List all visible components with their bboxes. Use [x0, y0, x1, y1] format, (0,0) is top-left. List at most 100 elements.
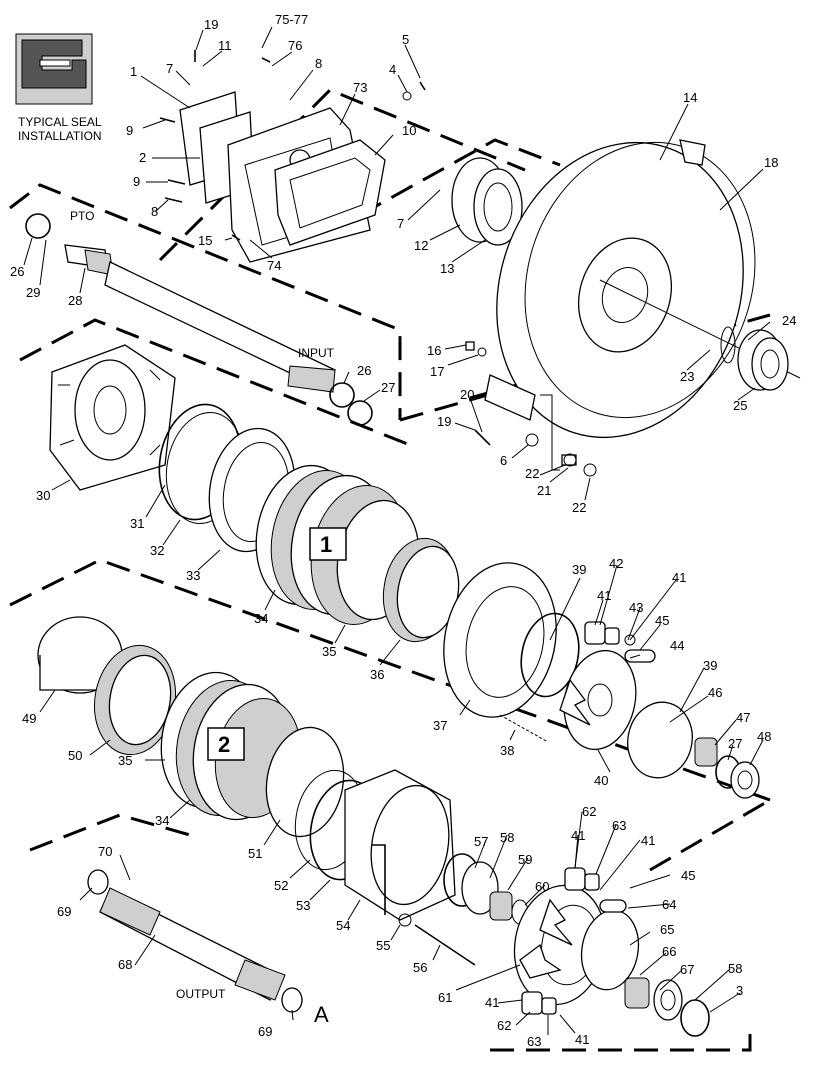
label-output: OUTPUT [176, 987, 226, 1001]
callout-70: 70 [98, 844, 112, 859]
callout-24: 24 [782, 313, 796, 328]
callout-9b: 9 [133, 174, 140, 189]
hub-36 [382, 537, 460, 643]
callout-41a: 41 [597, 588, 611, 603]
legend-line1: TYPICAL SEAL [18, 115, 102, 129]
callout-26b: 26 [357, 363, 371, 378]
callout-22a: 22 [525, 466, 539, 481]
callout-59: 59 [518, 852, 532, 867]
housing-37 [443, 562, 557, 718]
callout-43: 43 [629, 600, 643, 615]
ring-39-upper [520, 612, 580, 698]
callout-75-77: 75-77 [275, 12, 308, 27]
callout-19b: 19 [437, 414, 451, 429]
callout-63a: 63 [612, 818, 626, 833]
leader-lines [23, 26, 771, 1035]
callout-19a: 19 [204, 17, 218, 32]
callout-42: 42 [609, 556, 623, 571]
callout-58a: 58 [500, 830, 514, 845]
callout-7b: 7 [397, 216, 404, 231]
callout-39b: 39 [703, 658, 717, 673]
callout-35b: 35 [118, 753, 132, 768]
ring-27-input [347, 400, 373, 426]
callout-49: 49 [22, 711, 36, 726]
callout-21: 21 [537, 483, 551, 498]
ring-51 [265, 726, 345, 838]
callout-41c: 41 [571, 828, 585, 843]
callout-56: 56 [413, 960, 427, 975]
callout-41d: 41 [641, 833, 655, 848]
gears-62-63-lower [521, 991, 557, 1015]
callout-67: 67 [680, 962, 694, 977]
callout-41e: 41 [485, 995, 499, 1010]
callout-10: 10 [402, 123, 416, 138]
label-view-a: A [314, 1002, 329, 1027]
callout-44: 44 [670, 638, 684, 653]
callout-14: 14 [683, 90, 697, 105]
callout-76: 76 [288, 38, 302, 53]
callout-17: 17 [430, 364, 444, 379]
callout-28: 28 [68, 293, 82, 308]
bearing-47 [694, 737, 760, 799]
callout-41f: 41 [575, 1032, 589, 1047]
callout-31: 31 [130, 516, 144, 531]
callout-52: 52 [274, 878, 288, 893]
callout-4: 4 [389, 62, 396, 77]
label-input: INPUT [298, 346, 335, 360]
callout-34b: 34 [155, 813, 169, 828]
callout-39a: 39 [572, 562, 586, 577]
group-1-label: 1 [320, 532, 332, 557]
callout-69b: 69 [258, 1024, 272, 1039]
carrier-40 [559, 649, 637, 751]
callout-18: 18 [764, 155, 778, 170]
callout-numbers: 19 75-77 5 11 76 1 7 8 4 73 14 9 10 2 18… [10, 12, 796, 1049]
callout-54: 54 [336, 918, 350, 933]
callout-16: 16 [427, 343, 441, 358]
callout-34a: 34 [254, 611, 268, 626]
callout-9a: 9 [126, 123, 133, 138]
bolt-56 [414, 924, 476, 966]
callout-23: 23 [680, 369, 694, 384]
fittings-right [465, 341, 597, 477]
label-pto: PTO [70, 209, 94, 223]
callout-22b: 22 [572, 500, 586, 515]
callout-62a: 62 [582, 804, 596, 819]
callout-38: 38 [500, 743, 514, 758]
carrier-30 [49, 344, 176, 491]
callout-47: 47 [736, 710, 750, 725]
callout-15: 15 [198, 233, 212, 248]
callout-45b: 45 [681, 868, 695, 883]
spring-38 [499, 714, 549, 743]
callout-35a: 35 [322, 644, 336, 659]
pto-shaft-28 [64, 244, 336, 393]
callout-40: 40 [594, 773, 608, 788]
ring-gear-50 [93, 644, 177, 756]
gears-41-43 [584, 621, 656, 663]
callout-58b: 58 [728, 961, 742, 976]
callout-57: 57 [474, 834, 488, 849]
callout-62b: 62 [497, 1018, 511, 1033]
callout-26a: 26 [10, 264, 24, 279]
callout-66: 66 [662, 944, 676, 959]
callout-50: 50 [68, 748, 82, 763]
callout-55: 55 [376, 938, 390, 953]
callout-25: 25 [733, 398, 747, 413]
callout-27a: 27 [381, 380, 395, 395]
group-2-box [207, 727, 245, 761]
gasket-10 [274, 139, 386, 246]
callout-8a: 8 [315, 56, 322, 71]
callout-3: 3 [736, 983, 743, 998]
callout-11: 11 [218, 38, 232, 53]
callout-48: 48 [757, 729, 771, 744]
group-1-box [309, 527, 347, 561]
legend-line2: INSTALLATION [18, 129, 102, 143]
bearing-59 [489, 891, 513, 921]
group-2-label: 2 [218, 732, 230, 757]
callout-27b: 27 [728, 736, 742, 751]
callout-29: 29 [26, 285, 40, 300]
housing-54 [344, 769, 456, 921]
callout-74: 74 [267, 258, 281, 273]
ring-69-right [281, 987, 303, 1013]
callout-37: 37 [433, 718, 447, 733]
